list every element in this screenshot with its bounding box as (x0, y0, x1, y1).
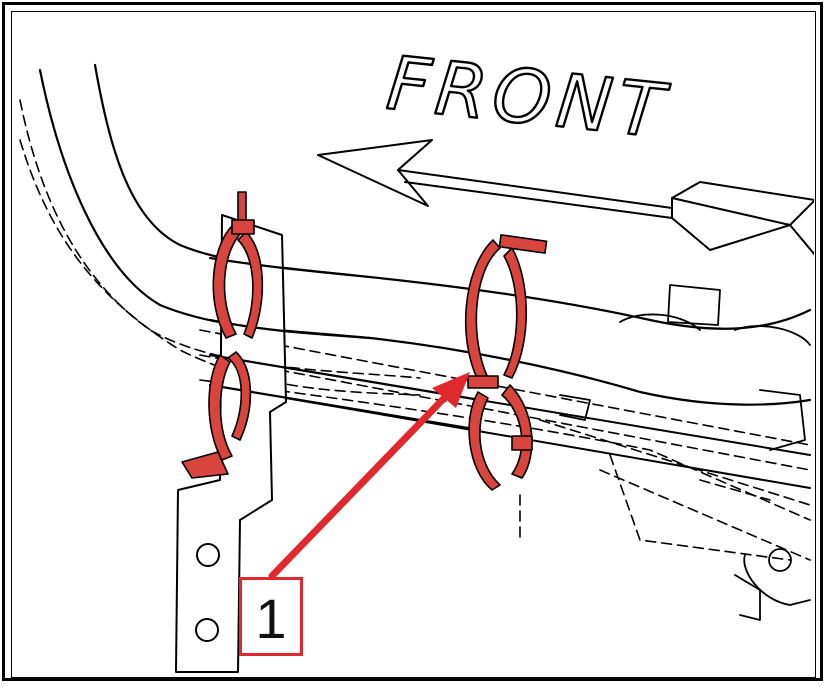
tie-head-mid-lower (467, 375, 499, 389)
cable-ties (181, 191, 548, 491)
tie-loop-mid-lower (468, 391, 501, 491)
outer-border (2, 2, 823, 681)
tie-loop-mid-upper (464, 239, 501, 381)
callout-box: 1 (239, 577, 303, 656)
inner-border (11, 11, 816, 678)
callout-number: 1 (255, 586, 287, 650)
tie-head-left-lower (181, 451, 229, 479)
right-components (559, 284, 811, 621)
mounting-bracket (175, 214, 287, 673)
tie-head-mid-upper (498, 234, 548, 254)
dashed-lines (19, 99, 811, 561)
callout-arrow (268, 372, 470, 580)
tie-loop-left-lower (208, 354, 233, 461)
tie-clip-mid (511, 435, 533, 451)
tie-head-left-upper (231, 219, 255, 235)
tie-loop-left-upper (212, 224, 243, 339)
bracket-hole-upper (196, 543, 220, 567)
bracket-hole-lower (195, 618, 219, 642)
front-direction-arrow (317, 139, 814, 256)
front-label: FRONT (383, 40, 673, 155)
